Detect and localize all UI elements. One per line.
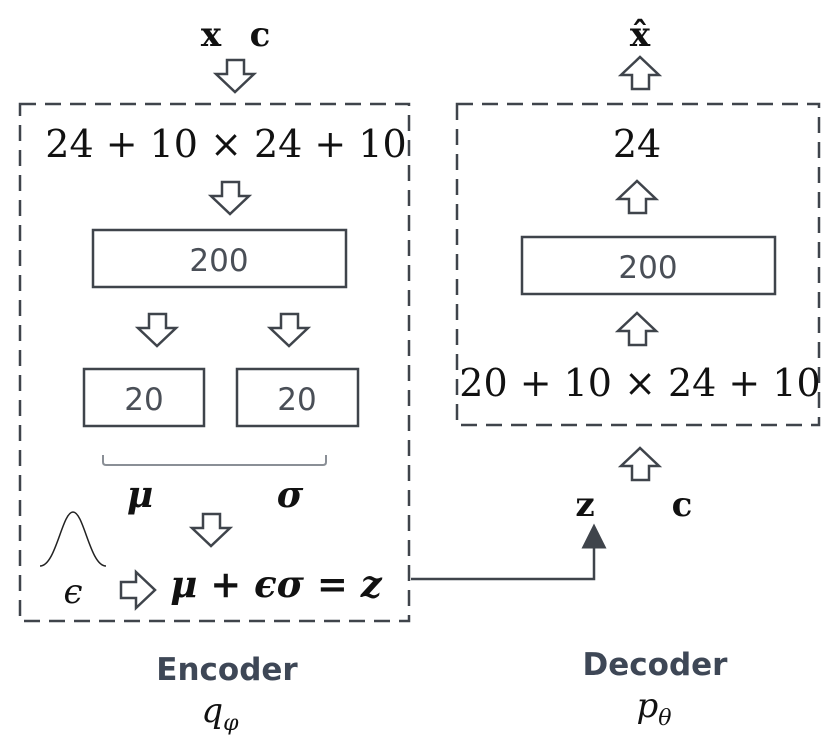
decoder-output-dims: 24 — [613, 122, 661, 166]
encoder-hidden-box — [91, 228, 348, 289]
down-arrow-icon — [212, 58, 258, 94]
up-arrow-icon — [617, 446, 663, 482]
right-arrow-icon — [119, 569, 157, 611]
sigma-label: σ — [277, 474, 304, 516]
mu-box — [82, 367, 206, 428]
encoder-input-x: x — [201, 15, 222, 55]
down-arrow-icon — [266, 312, 312, 348]
decoder-title: Decoder — [583, 647, 729, 683]
down-arrow-icon — [188, 512, 234, 548]
decoder-dist-base: p — [636, 686, 658, 726]
mu-box-label: 20 — [124, 382, 163, 418]
decoder-hidden-label: 200 — [618, 250, 677, 286]
encoder-input-c: c — [250, 15, 271, 55]
decoder-output-xhat: x̂ — [630, 15, 651, 55]
bracket — [102, 455, 327, 466]
decoder-dist: pθ — [636, 686, 671, 731]
down-arrow-icon — [134, 312, 180, 348]
decoder-dist-sub: θ — [658, 706, 671, 731]
encoder-dist-base: q — [201, 691, 223, 731]
encoder-dist-sub: φ — [223, 711, 239, 736]
gaussian-curve-icon — [39, 511, 107, 567]
sigma-box — [235, 367, 360, 428]
encoder-frame — [18, 102, 411, 623]
z-connector-arrow — [411, 523, 607, 581]
encoder-title: Encoder — [156, 652, 298, 688]
decoder-frame — [455, 102, 821, 427]
reparam-equation: μ + ϵσ = z — [170, 562, 382, 606]
decoder-hidden-box — [520, 235, 777, 296]
up-arrow-icon — [614, 311, 660, 347]
encoder-dist: qφ — [201, 691, 239, 736]
down-arrow-icon — [207, 180, 253, 216]
encoder-input-dims: 24 + 10 × 24 + 10 — [45, 122, 406, 166]
up-arrow-icon — [614, 179, 660, 215]
decoder-input-z: z — [575, 485, 594, 525]
encoder-hidden-label: 200 — [189, 243, 248, 279]
up-arrow-icon — [617, 55, 663, 91]
mu-label: μ — [127, 474, 153, 516]
sigma-box-label: 20 — [277, 382, 316, 418]
decoder-input-dims: 20 + 10 × 24 + 10 — [459, 361, 820, 405]
decoder-input-c: c — [672, 485, 693, 525]
epsilon-label: ϵ — [63, 572, 82, 612]
